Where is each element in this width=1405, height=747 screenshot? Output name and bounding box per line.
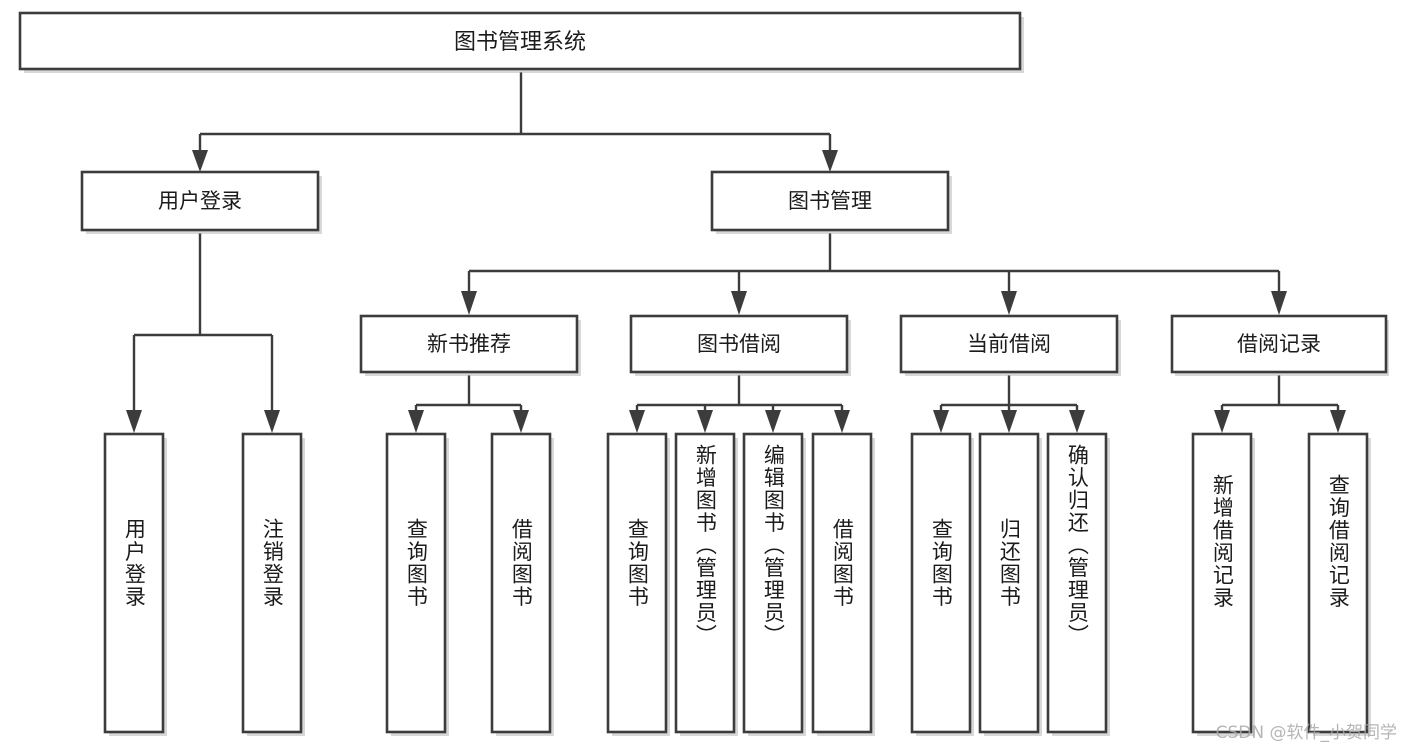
leaf-query-record-box[interactable] <box>1307 432 1369 734</box>
leaf-edit-book-box[interactable] <box>742 432 804 734</box>
node-new-book-recommend-label: 新书推荐 <box>427 332 511 356</box>
arrow-head-leaf-edit-book <box>765 410 781 433</box>
arrow-head-current-borrow <box>1001 291 1017 315</box>
node-current-borrow-label: 当前借阅 <box>967 332 1051 356</box>
arrow-head-leaf-query-book-2 <box>629 410 645 433</box>
arrow-head-leaf-borrow-book-2 <box>834 410 850 433</box>
node-borrow-record-label: 借阅记录 <box>1237 332 1321 356</box>
node-book-manage[interactable]: 图书管理 <box>710 170 952 234</box>
connector-layer <box>126 72 1346 433</box>
node-book-manage-box[interactable] <box>710 170 950 232</box>
node-root-box[interactable] <box>18 11 1022 71</box>
arrow-head-leaf-query-record <box>1330 410 1346 433</box>
leaf-logout-box[interactable] <box>241 432 303 734</box>
node-current-borrow-box[interactable] <box>899 314 1119 374</box>
arrow-head-user-login <box>192 150 208 172</box>
leaf-query-book-3-box[interactable] <box>910 432 972 734</box>
node-root-label: 图书管理系统 <box>454 30 586 55</box>
leaf-add-book-box[interactable] <box>674 432 736 734</box>
csdn-watermark: CSDN @软件_小贺同学 <box>1215 723 1397 743</box>
node-user-login-label: 用户登录 <box>158 189 242 213</box>
node-book-manage-label: 图书管理 <box>788 189 872 213</box>
arrow-head-leaf-confirm-return <box>1069 410 1085 433</box>
leaf-query-book-1-box[interactable] <box>385 432 447 734</box>
arrow-head-leaf-add-record <box>1214 410 1230 433</box>
leaf-confirm-return-box[interactable] <box>1046 432 1108 734</box>
node-new-book-recommend[interactable]: 新书推荐 <box>359 314 581 376</box>
arrow-head-leaf-user-login <box>126 410 142 433</box>
node-borrow-record-box[interactable] <box>1170 314 1388 374</box>
arrow-head-leaf-query-book-3 <box>933 410 949 433</box>
arrow-head-book-borrow <box>731 291 747 315</box>
node-book-borrow-label: 图书借阅 <box>697 332 781 356</box>
arrow-head-borrow-record <box>1271 291 1287 315</box>
arrow-head-leaf-return-book <box>1001 410 1017 433</box>
node-book-borrow-box[interactable] <box>629 314 849 374</box>
node-root[interactable]: 图书管理系统 <box>18 11 1024 73</box>
arrow-head-leaf-query-book-1 <box>408 410 424 433</box>
leaf-layer <box>103 432 1371 736</box>
node-user-login-box[interactable] <box>80 170 320 232</box>
node-book-borrow[interactable]: 图书借阅 <box>629 314 851 376</box>
node-current-borrow[interactable]: 当前借阅 <box>899 314 1121 376</box>
node-user-login[interactable]: 用户登录 <box>80 170 322 234</box>
arrow-head-leaf-add-book <box>697 410 713 433</box>
node-new-book-recommend-box[interactable] <box>359 314 579 374</box>
node-borrow-record[interactable]: 借阅记录 <box>1170 314 1389 376</box>
arrow-head-new-book-recommend <box>461 291 477 315</box>
arrow-head-leaf-logout <box>264 410 280 433</box>
leaf-add-record-box[interactable] <box>1191 432 1253 734</box>
leaf-borrow-book-1-box[interactable] <box>490 432 552 734</box>
leaf-user-login-box[interactable] <box>103 432 165 734</box>
arrow-head-book-manage <box>822 150 838 172</box>
arrow-head-leaf-borrow-book-1 <box>513 410 529 433</box>
leaf-return-book-box[interactable] <box>978 432 1040 734</box>
leaf-query-book-2-box[interactable] <box>606 432 668 734</box>
leaf-borrow-book-2-box[interactable] <box>811 432 873 734</box>
